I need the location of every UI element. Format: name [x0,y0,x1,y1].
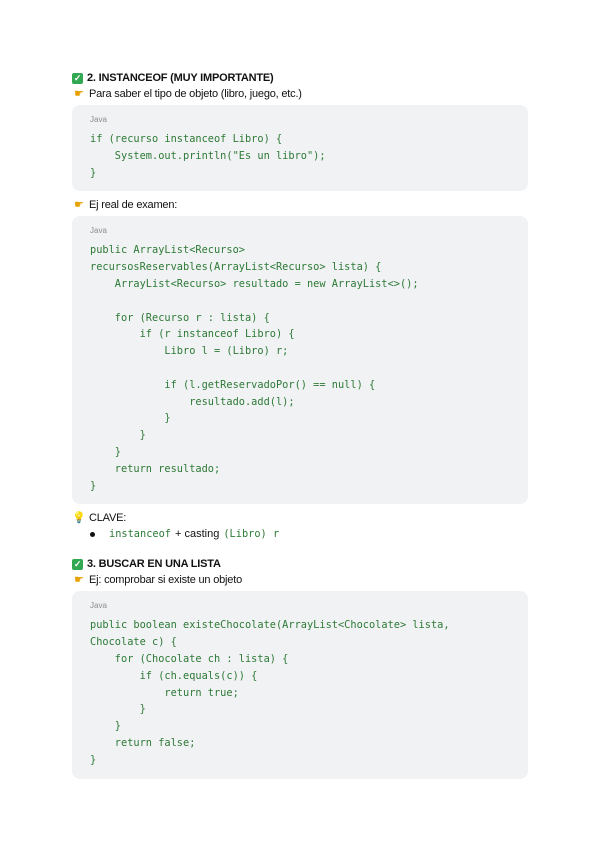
pointing-hand-icon: ☛ [74,88,84,100]
section-3-note-text: Ej: comprobar si existe un objeto [89,574,242,587]
code-language-label: Java [90,601,107,611]
code-text[interactable]: public ArrayList<Recurso> recursosReserv… [90,244,419,492]
clave-label: CLAVE: [89,512,127,525]
clave-plus-text: + casting [175,528,220,541]
check-mark-icon: ✓ [72,72,83,84]
code-language-label: Java [90,226,107,236]
code-language-label: Java [90,115,107,124]
code-block-exam: Java public ArrayList<Recurso> recursosR… [72,216,528,505]
section-3-title: 3. BUSCAR EN UNA LISTA [87,558,221,571]
clave-code-instanceof: instanceof [109,528,171,541]
section-2-heading: ✓ 2. INSTANCEOF (MUY IMPORTANTE) [72,70,528,86]
document-page: ✓ 2. INSTANCEOF (MUY IMPORTANTE) ☛ Para … [72,70,528,785]
section-2-note-text: Para saber el tipo de objeto (libro, jue… [89,88,302,100]
code-text[interactable]: if (recurso instanceof Libro) { System.o… [90,133,326,179]
clave-code-cast: (Libro) r [223,528,280,541]
code-block-buscar: Java public boolean existeChocolate(Arra… [72,591,528,779]
code-block-instanceof: Java if (recurso instanceof Libro) { Sys… [72,105,528,192]
section-2-title: 2. INSTANCEOF (MUY IMPORTANTE) [87,72,274,84]
pointing-hand-icon: ☛ [74,574,84,587]
section-2-note: ☛ Para saber el tipo de objeto (libro, j… [72,86,528,102]
pointing-hand-icon: ☛ [74,199,84,212]
exam-note-text: Ej real de examen: [89,199,178,212]
exam-note: ☛ Ej real de examen: [72,197,528,213]
section-3-heading: ✓ 3. BUSCAR EN UNA LISTA [72,556,528,572]
check-mark-icon: ✓ [72,558,83,570]
light-bulb-icon: 💡 [72,512,86,525]
clave-line: 💡 CLAVE: [72,510,528,526]
clave-bullet: instanceof + casting (Libro) r [72,526,528,542]
code-text[interactable]: public boolean existeChocolate(ArrayList… [90,619,450,766]
bullet-dot [90,531,95,537]
section-3-note: ☛ Ej: comprobar si existe un objeto [72,572,528,588]
